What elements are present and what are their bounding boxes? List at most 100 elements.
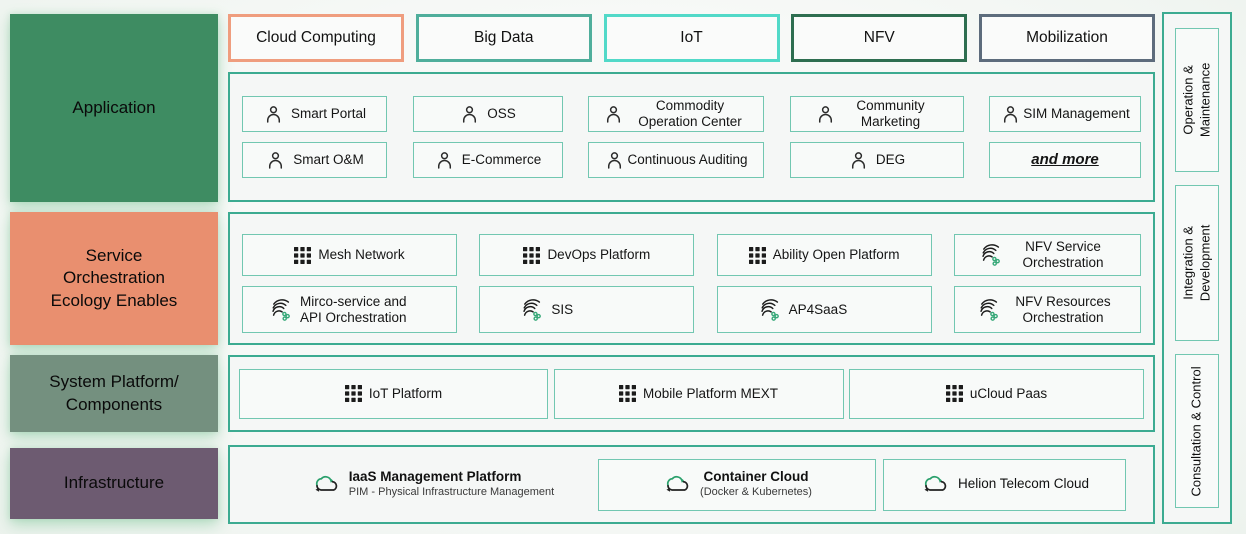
user-icon [1000,104,1021,125]
category-row: Cloud Computing Big Data IoT NFV Mobiliz… [228,14,1155,62]
infra-item-iaas-management-platform: IaaS Management Platform PIM - Physical … [275,459,590,511]
grid-icon [523,247,540,264]
orchestration-icon [979,243,1003,267]
platform-item-mobile-platform-mext: Mobile Platform MEXT [553,368,844,419]
grid-icon [345,385,362,402]
category-label: Mobilization [1026,29,1108,46]
row-label-infrastructure: Infrastructure [10,448,218,519]
sidebar-item-integration-development: Integration & Development [1175,185,1219,341]
sidebar-item-label: Integration & Development [1180,224,1213,302]
user-icon [603,104,624,125]
sidebar: Operation & Maintenance Integration & De… [1162,12,1232,524]
app-item-label: SIM Management [1023,106,1130,122]
sidebar-item-consultation-control: Consultation & Control [1175,354,1219,508]
app-item-continuous-auditing: Continuous Auditing [588,142,764,178]
app-item-label: DEG [875,152,906,168]
platform-item-label: uCloud Paas [969,385,1048,401]
app-item-community-marketing: Community Marketing [789,96,964,132]
infrastructure-section: IaaS Management Platform PIM - Physical … [228,445,1155,524]
service-item-nfv-resources-orchestration: NFV Resources Orchestration [953,286,1141,333]
app-item-sim-management: SIM Management [989,96,1141,132]
category-mobilization: Mobilization [979,14,1155,62]
grid-icon [619,385,636,402]
sidebar-item-label: Consultation & Control [1188,365,1204,497]
orchestration-icon [758,298,782,322]
service-item-label: NFV Resources Orchestration [1015,293,1111,325]
row-label-text: Infrastructure [63,473,165,493]
user-icon [434,150,455,171]
infra-item-title: Helion Telecom Cloud [957,476,1090,492]
service-item-ability-open-platform: Ability Open Platform [716,234,932,276]
category-label: Cloud Computing [256,29,376,46]
platform-item-iot-platform: IoT Platform [239,368,548,419]
app-item-smart-om: Smart O&M [242,142,387,178]
sidebar-item-label: Operation & Maintenance [1180,62,1213,138]
service-item-label: NFV Service Orchestration [1022,239,1104,270]
infra-item-subtitle: PIM - Physical Infrastructure Management [348,486,555,499]
service-item-sis: SIS [479,286,695,333]
platform-item-label: IoT Platform [368,385,443,401]
category-label: IoT [680,29,703,46]
user-icon [263,104,284,125]
user-icon [848,150,869,171]
category-iot: IoT [603,14,780,62]
orchestration-icon [977,298,1001,322]
app-item-label: Continuous Auditing [627,152,748,168]
cloud-sync-icon [920,474,948,496]
app-item-and-more: and more [989,142,1141,178]
service-item-microservice-api-orchestration: Mirco-service and API Orchestration [242,286,457,333]
row-label-text: System Platform/ Components [49,372,179,414]
category-label: Big Data [474,29,534,46]
service-item-label: SIS [551,301,574,317]
app-item-label: and more [1031,151,1099,169]
orchestration-icon [520,298,544,322]
service-item-label: Ability Open Platform [772,247,900,263]
sidebar-item-operation-maintenance: Operation & Maintenance [1175,28,1219,172]
orchestration-icon [269,298,293,322]
user-icon [815,104,836,125]
grid-icon [749,247,766,264]
app-item-oss: OSS [412,96,563,132]
service-item-label: AP4SaaS [788,301,848,317]
category-label: NFV [863,29,895,46]
app-item-label: Smart Portal [290,106,367,122]
service-orchestration-section: Mesh Network DevOps Platform Ability Ope… [228,212,1155,345]
platform-item-ucloud-paas: uCloud Paas [849,368,1144,419]
infra-item-subtitle: (Docker & Kubernetes) [700,486,812,499]
app-item-label: OSS [487,106,516,122]
platform-item-label: Mobile Platform MEXT [642,385,779,401]
service-item-label: Mirco-service and API Orchestration [300,293,407,325]
user-icon [459,104,480,125]
infra-item-title: Container Cloud [703,469,809,485]
app-item-smart-portal: Smart Portal [242,96,387,132]
category-big-data: Big Data [415,14,592,62]
row-label-service-orchestration: Service Orchestration Ecology Enables [10,212,218,345]
service-item-nfv-service-orchestration: NFV Service Orchestration [953,234,1141,276]
row-label-text: Service Orchestration Ecology Enables [50,246,178,310]
app-item-deg: DEG [789,142,964,178]
app-item-label: Commodity Operation Center [638,98,742,129]
user-icon [265,150,286,171]
app-item-label: E-Commerce [461,152,542,168]
service-item-label: Mesh Network [318,247,405,263]
app-item-e-commerce: E-Commerce [412,142,563,178]
application-section: Smart Portal OSS Commodity Operation Cen… [228,72,1155,202]
system-platform-section: IoT Platform Mobile Platform MEXT uCloud… [228,355,1155,432]
app-item-label: Smart O&M [293,152,364,168]
user-icon [604,150,625,171]
cloud-sync-icon [662,474,690,496]
infra-item-helion-telecom-cloud: Helion Telecom Cloud [883,458,1126,511]
grid-icon [946,385,963,402]
service-item-label: DevOps Platform [547,247,651,263]
service-item-mesh-network: Mesh Network [242,234,457,276]
row-label-application: Application [10,14,218,202]
infra-item-container-cloud: Container Cloud (Docker & Kubernetes) [598,458,876,511]
infra-item-title: IaaS Management Platform [348,469,522,485]
service-item-devops-platform: DevOps Platform [479,234,695,276]
row-label-system-platform: System Platform/ Components [10,355,218,432]
grid-icon [294,247,311,264]
service-item-ap4saas: AP4SaaS [716,286,932,333]
category-cloud-computing: Cloud Computing [228,14,404,62]
cloud-sync-icon [311,474,339,496]
